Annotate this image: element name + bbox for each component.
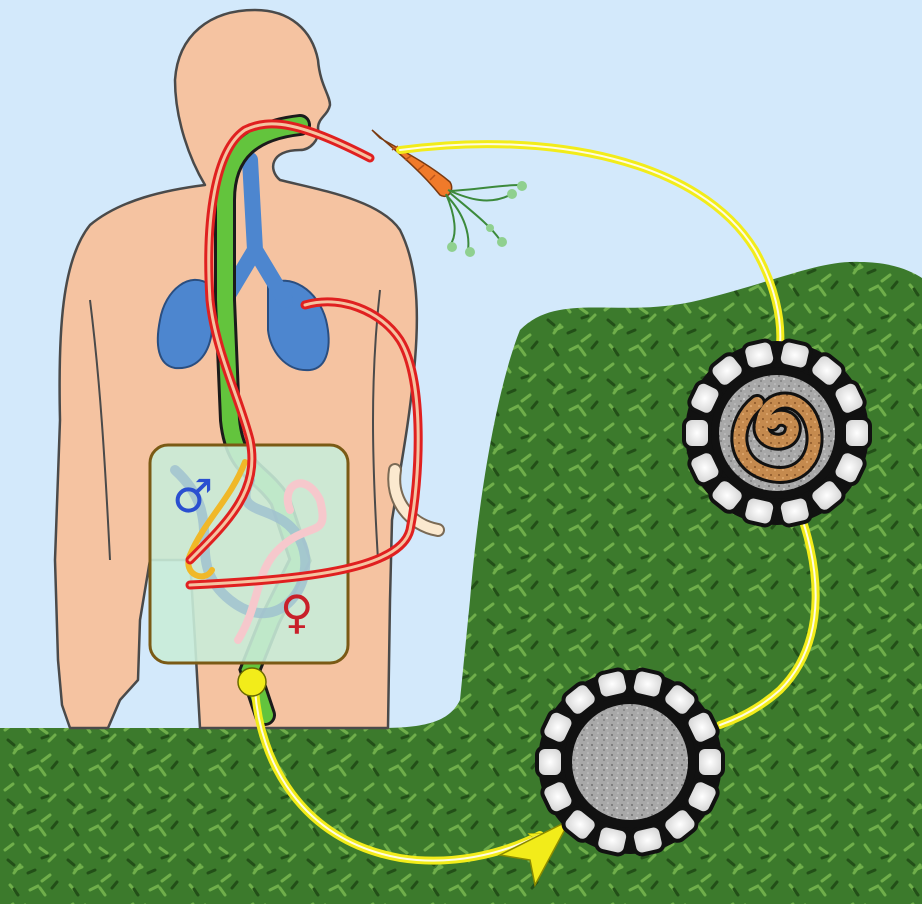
egg-shell-segment: [777, 339, 812, 371]
egg-shell-segment: [630, 668, 665, 700]
egg-shell-segment: [742, 339, 777, 371]
egg-shell-segment: [777, 495, 812, 527]
egg-shell-segment: [595, 668, 630, 700]
egg-shell-segment: [595, 824, 630, 856]
egg-shell-segment: [537, 747, 563, 777]
embryonated-egg-icon: [684, 339, 870, 527]
egg-shell-segment: [844, 418, 870, 448]
egg-shell-segment: [684, 418, 710, 448]
male-symbol: ♂: [172, 469, 213, 523]
egg-release-point: [238, 668, 266, 696]
female-symbol: ♀: [280, 585, 314, 639]
egg-shell-segment: [630, 824, 665, 856]
egg-shell-segment: [697, 747, 723, 777]
egg-shell-segment: [742, 495, 777, 527]
unembryonated-egg-icon: [537, 668, 723, 856]
